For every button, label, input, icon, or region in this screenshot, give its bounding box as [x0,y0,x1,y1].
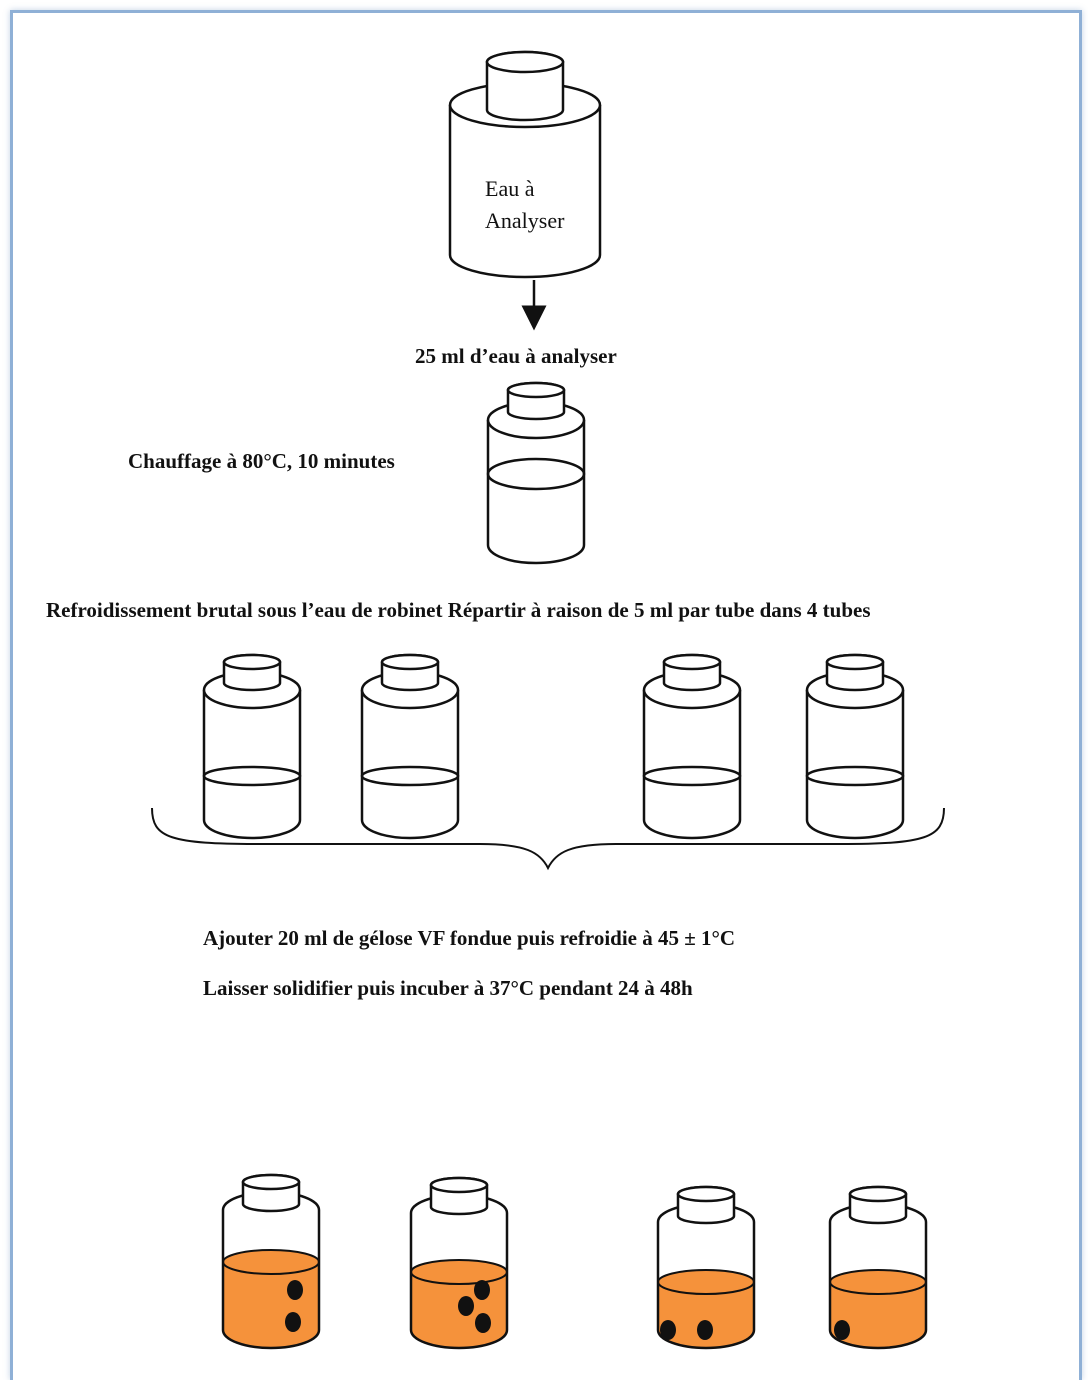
tube-outline [828,1222,928,1350]
colony-dot [285,1312,301,1332]
result-tube [656,1185,756,1350]
tube-5ml [642,653,742,840]
heating-label: Chauffage à 80°C, 10 minutes [128,449,395,473]
result-tube [221,1173,321,1350]
tube-outline [409,1213,509,1350]
reservoir-label-line2: Analyser [485,208,565,233]
agar-surface [657,1269,755,1295]
colony-dot [474,1280,490,1300]
colony-dot [458,1296,474,1316]
reservoir-label-line1: Eau à [485,176,535,201]
tube-outline [656,1222,756,1350]
colony-dot [834,1320,850,1340]
tube-cap-top [241,1173,301,1191]
agar-surface [829,1269,927,1295]
tube-cap-top [429,1176,489,1194]
grouping-brace [151,807,945,871]
agar-surface [410,1259,508,1285]
tube-5ml [202,653,302,840]
result-tube [828,1185,928,1350]
tube-5ml [360,653,460,840]
colony-dot [475,1313,491,1333]
colony-dot [287,1280,303,1300]
tube-5ml [805,653,905,840]
colony-dot [697,1320,713,1340]
result-tube [409,1176,509,1350]
tube-cap-top [676,1185,736,1203]
tube-cap-top [848,1185,908,1203]
colony-dot [660,1320,676,1340]
incubate-label: Laisser solidifier puis incuber à 37°C p… [203,976,693,1000]
result-tubes [221,1173,928,1350]
cooling-dispense-label: Refroidissement brutal sous l’eau de rob… [46,598,871,622]
heating-bottle [486,381,586,565]
sample-volume-label: 25 ml d’eau à analyser [415,344,617,368]
add-agar-label: Ajouter 20 ml de gélose VF fondue puis r… [203,926,735,950]
tube-outline [221,1210,321,1350]
agar-surface [222,1249,320,1275]
water-reservoir [448,50,602,279]
